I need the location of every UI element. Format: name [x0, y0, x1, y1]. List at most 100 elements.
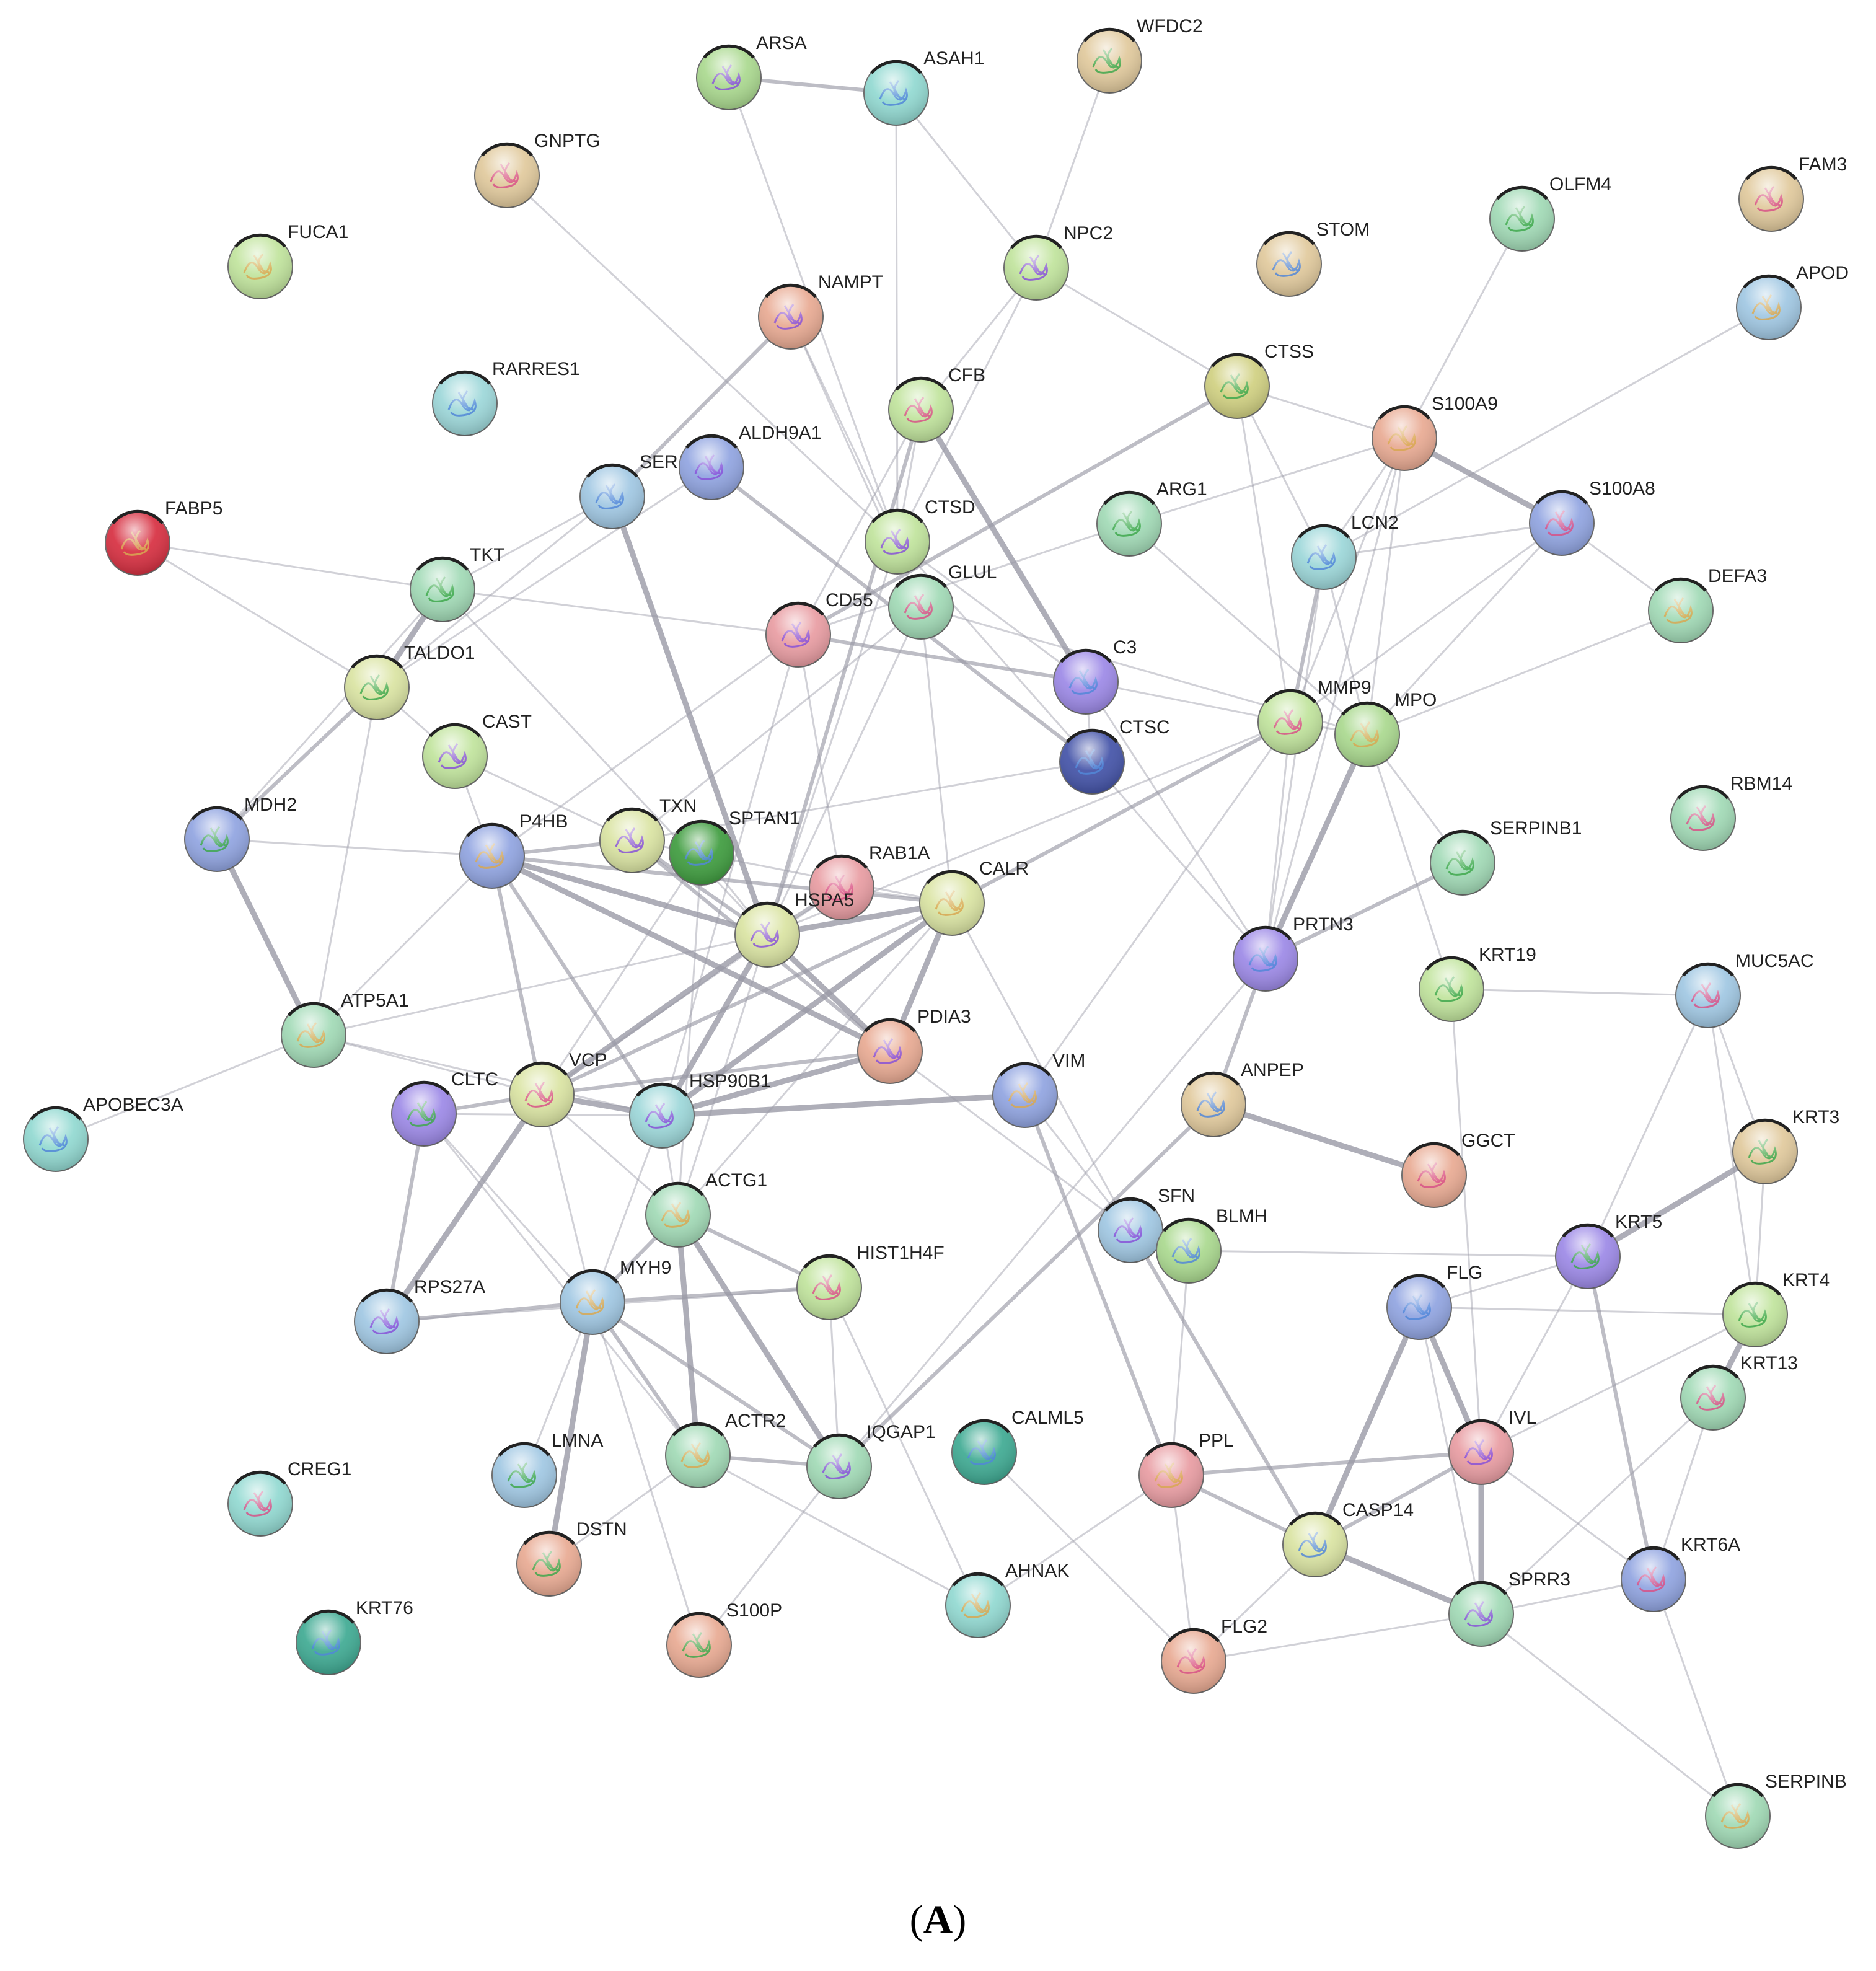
node-mdh2[interactable]: MDH2: [184, 795, 297, 872]
node-actr2[interactable]: ACTR2: [665, 1411, 786, 1488]
node-mpo[interactable]: MPO: [1334, 690, 1437, 767]
node-label: PPL: [1199, 1431, 1234, 1451]
node-gloss: [1649, 578, 1713, 643]
node-ppl[interactable]: PPL: [1138, 1431, 1234, 1508]
node-rbm14[interactable]: RBM14: [1670, 774, 1792, 851]
edge-cd55-c3: [796, 633, 1088, 684]
node-npc2[interactable]: NPC2: [1003, 223, 1113, 301]
node-krt3[interactable]: KRT3: [1732, 1107, 1839, 1184]
node-casp14[interactable]: CASP14: [1282, 1500, 1414, 1577]
node-krt13[interactable]: KRT13: [1680, 1353, 1798, 1431]
edge-ctsc-prtn3: [1091, 761, 1267, 960]
node-rim: [871, 508, 923, 523]
node-vcp[interactable]: VCP: [509, 1050, 607, 1127]
node-ctsd[interactable]: CTSD: [865, 497, 975, 575]
node-creg1[interactable]: CREG1: [227, 1459, 351, 1537]
node-iqgap1[interactable]: IQGAP1: [806, 1422, 936, 1499]
node-gloss: [889, 575, 953, 639]
node-ctss[interactable]: CTSS: [1204, 342, 1314, 419]
node-myh9[interactable]: MYH9: [560, 1258, 671, 1335]
node-rab1a[interactable]: RAB1A: [809, 843, 930, 920]
node-krt4[interactable]: KRT4: [1722, 1270, 1830, 1347]
node-gloss: [666, 1423, 730, 1488]
node-krt5[interactable]: KRT5: [1555, 1212, 1662, 1289]
node-gnptg[interactable]: GNPTG: [474, 131, 601, 208]
edge-mpo-krt19: [1366, 733, 1453, 990]
node-taldo1[interactable]: TALDO1: [344, 643, 475, 720]
node-s100a8[interactable]: S100A8: [1529, 478, 1655, 556]
edge-hsp90b1-myh9: [591, 1114, 663, 1303]
node-label: S100A9: [1432, 394, 1498, 414]
node-rim: [1677, 785, 1729, 800]
node-calml5[interactable]: CALML5: [951, 1408, 1084, 1485]
node-stom[interactable]: STOM: [1256, 219, 1370, 297]
node-sfn[interactable]: SFN: [1098, 1186, 1195, 1263]
node-hsp90b1[interactable]: HSP90B1: [629, 1071, 771, 1149]
node-dstn[interactable]: DSTN: [516, 1519, 627, 1597]
node-wfdc2[interactable]: WFDC2: [1077, 16, 1203, 94]
node-krt76[interactable]: KRT76: [296, 1598, 413, 1675]
node-gloss: [1258, 690, 1323, 754]
node-mmp9[interactable]: MMP9: [1257, 677, 1372, 755]
node-vim[interactable]: VIM: [992, 1051, 1085, 1128]
node-tkt[interactable]: TKT: [410, 545, 505, 622]
node-rps27a[interactable]: RPS27A: [354, 1277, 485, 1354]
edge-krt19-ivl: [1450, 988, 1482, 1453]
node-lmna[interactable]: LMNA: [491, 1431, 603, 1508]
node-glul[interactable]: GLUL: [888, 562, 997, 640]
node-fabp5[interactable]: FABP5: [105, 498, 222, 576]
node-serpinb[interactable]: SERPINB: [1705, 1771, 1847, 1849]
node-cltc[interactable]: CLTC: [391, 1069, 498, 1147]
edge-taldo1-mdh2: [215, 686, 379, 841]
node-cd55[interactable]: CD55: [765, 590, 873, 668]
node-asah1[interactable]: ASAH1: [863, 48, 984, 126]
node-arg1[interactable]: ARG1: [1096, 479, 1207, 557]
node-sprr3[interactable]: SPRR3: [1448, 1569, 1570, 1647]
node-cfb[interactable]: CFB: [888, 365, 985, 443]
node-defa3[interactable]: DEFA3: [1648, 566, 1767, 643]
node-aldh9a1[interactable]: ALDH9A1: [679, 423, 821, 500]
node-flg2[interactable]: FLG2: [1161, 1616, 1267, 1694]
node-fuca1[interactable]: FUCA1: [227, 222, 348, 299]
node-p4hb[interactable]: P4HB: [459, 811, 568, 889]
node-nampt[interactable]: NAMPT: [758, 272, 883, 350]
node-serpinb1[interactable]: SERPINB1: [1430, 818, 1582, 896]
node-muc5ac[interactable]: MUC5AC: [1675, 951, 1814, 1028]
node-label: KRT5: [1615, 1212, 1662, 1232]
node-fam3[interactable]: FAM3: [1738, 154, 1847, 232]
node-txn[interactable]: TXN: [599, 796, 697, 873]
node-cast[interactable]: CAST: [422, 712, 532, 789]
node-lcn2[interactable]: LCN2: [1291, 513, 1399, 590]
node-sptan1[interactable]: SPTAN1: [669, 808, 799, 886]
node-ahnak[interactable]: AHNAK: [945, 1561, 1069, 1638]
node-atp5a1[interactable]: ATP5A1: [281, 990, 409, 1068]
node-pdia3[interactable]: PDIA3: [857, 1007, 971, 1084]
node-blmh[interactable]: BLMH: [1156, 1206, 1267, 1284]
node-c3[interactable]: C3: [1053, 637, 1137, 715]
node-actg1[interactable]: ACTG1: [645, 1170, 767, 1248]
node-ctsc[interactable]: CTSC: [1059, 717, 1170, 795]
node-arsa[interactable]: ARSA: [696, 33, 807, 110]
node-apobec3a[interactable]: APOBEC3A: [23, 1095, 183, 1172]
node-s100p[interactable]: S100P: [666, 1600, 782, 1678]
node-hist1h4f[interactable]: HIST1H4F: [796, 1243, 945, 1320]
node-olfm4[interactable]: OLFM4: [1489, 174, 1611, 252]
node-ggct[interactable]: GGCT: [1401, 1131, 1515, 1208]
node-apod[interactable]: APOD: [1736, 263, 1849, 340]
node-krt6a[interactable]: KRT6A: [1621, 1535, 1740, 1612]
node-krt19[interactable]: KRT19: [1419, 945, 1536, 1022]
node-calr[interactable]: CALR: [919, 858, 1029, 936]
node-ivl[interactable]: IVL: [1448, 1408, 1536, 1485]
node-anpep[interactable]: ANPEP: [1181, 1060, 1304, 1137]
node-label: CTSS: [1264, 342, 1314, 362]
edge-npc2-ctsd: [896, 267, 1037, 543]
node-hspa5[interactable]: HSPA5: [734, 890, 854, 968]
node-gloss: [1181, 1072, 1246, 1137]
node-serpina3[interactable]: SER: [579, 452, 678, 529]
node-rarres1[interactable]: RARRES1: [432, 359, 580, 436]
node-s100a9[interactable]: S100A9: [1372, 394, 1498, 471]
edge-actr2-ahnak: [697, 1454, 979, 1607]
node-prtn3[interactable]: PRTN3: [1233, 914, 1354, 992]
node-label: SPTAN1: [729, 808, 799, 829]
node-flg[interactable]: FLG: [1386, 1263, 1482, 1340]
